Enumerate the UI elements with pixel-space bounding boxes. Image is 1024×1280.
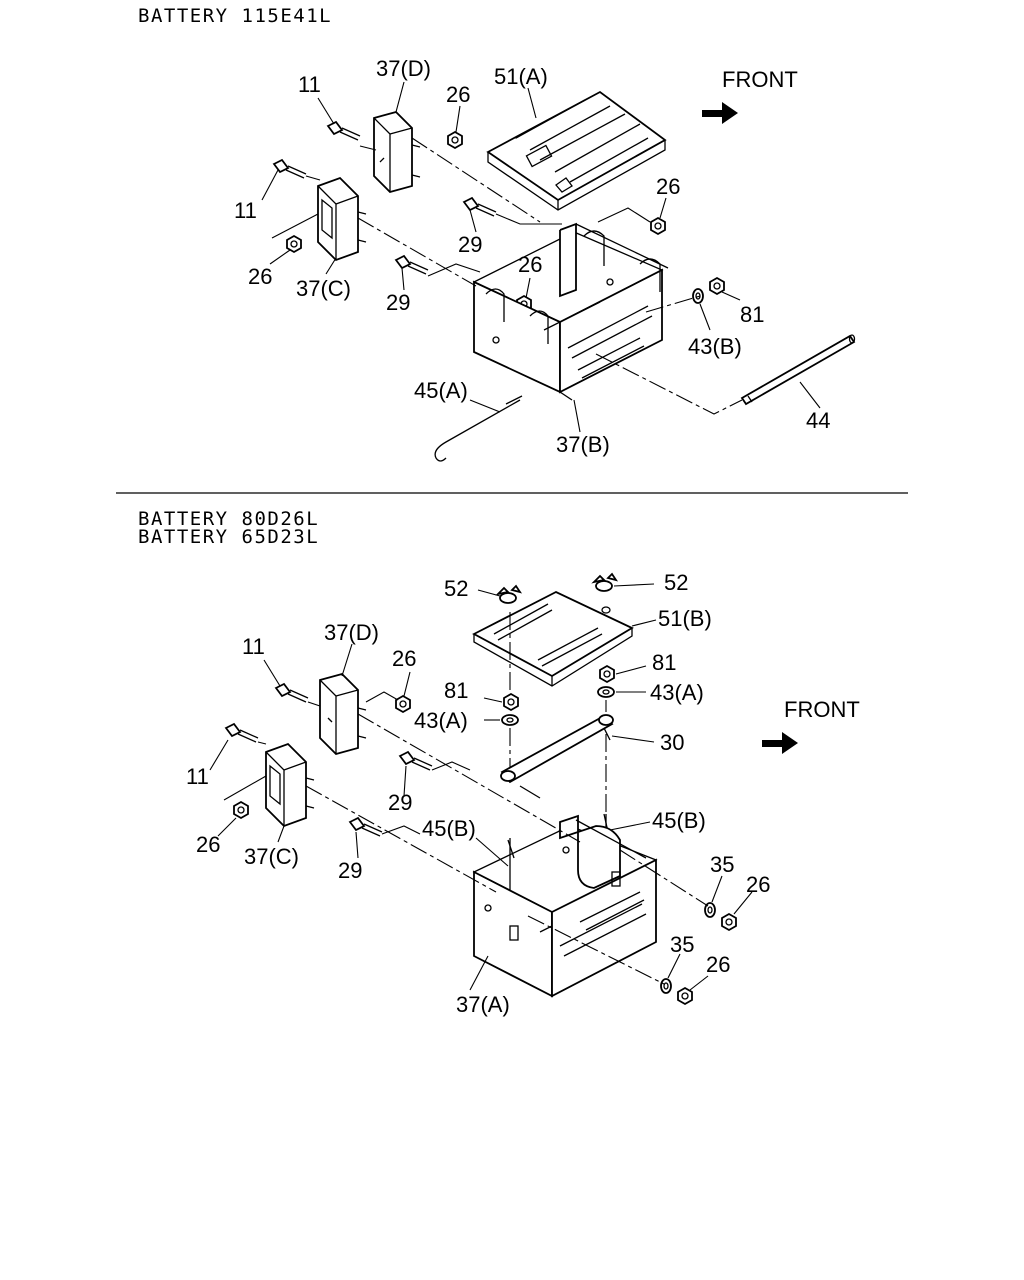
section2-drawing: FRONT bbox=[186, 570, 860, 1017]
battery-cover-51a bbox=[486, 90, 667, 211]
bolt-11-lower bbox=[272, 158, 307, 179]
nut-26-d-2 bbox=[677, 986, 693, 1006]
bracket-37c-2 bbox=[265, 742, 315, 828]
callout-11-lower: 11 bbox=[234, 198, 257, 223]
bolt-29-lower-2 bbox=[348, 816, 383, 837]
section2-header-line2: BATTERY 65D23L bbox=[138, 526, 320, 548]
callout-37c-2: 37(C) bbox=[244, 844, 299, 869]
bolt-29-lower bbox=[394, 254, 429, 275]
nut-26-c bbox=[650, 216, 666, 236]
callout-11-upper-2: 11 bbox=[242, 634, 265, 659]
callout-11-lower-2: 11 bbox=[186, 764, 209, 789]
callout-37b: 37(B) bbox=[556, 432, 610, 457]
callout-11-upper: 11 bbox=[298, 72, 321, 97]
callout-81-left: 81 bbox=[444, 678, 468, 703]
callout-52-left: 52 bbox=[444, 576, 468, 601]
nut-26-b-2 bbox=[233, 800, 249, 820]
nut-81-right bbox=[599, 664, 615, 684]
callout-35-lower: 35 bbox=[670, 932, 694, 957]
washer-43a-left bbox=[501, 714, 519, 726]
callout-45b-right: 45(B) bbox=[652, 808, 706, 833]
callout-29-upper: 29 bbox=[458, 232, 482, 257]
bolt-29-upper-2 bbox=[398, 750, 433, 771]
wing-nut-52-right bbox=[591, 572, 619, 614]
callout-29-lower: 29 bbox=[386, 290, 410, 315]
nut-26-a-2 bbox=[395, 694, 411, 714]
callout-45b-left: 45(B) bbox=[422, 816, 476, 841]
battery-tray-37b bbox=[472, 222, 669, 401]
callout-43b: 43(B) bbox=[688, 334, 742, 359]
bracket-37d-2 bbox=[319, 672, 367, 756]
callout-26-a: 26 bbox=[446, 82, 470, 107]
callout-43a-left: 43(A) bbox=[414, 708, 468, 733]
callout-30: 30 bbox=[660, 730, 684, 755]
callout-81-right: 81 bbox=[652, 650, 676, 675]
bolt-11-lower-2 bbox=[224, 722, 259, 743]
callout-37c: 37(C) bbox=[296, 276, 351, 301]
bracket-37d bbox=[373, 110, 421, 194]
washer-43b bbox=[692, 288, 704, 304]
front-arrow-icon-2 bbox=[762, 732, 798, 754]
front-arrow-icon bbox=[702, 102, 738, 124]
callout-26-b: 26 bbox=[248, 264, 272, 289]
callout-26-a-2: 26 bbox=[392, 646, 416, 671]
callout-52-right: 52 bbox=[664, 570, 688, 595]
callout-37d: 37(D) bbox=[376, 56, 431, 81]
nut-81-left bbox=[503, 692, 519, 712]
callout-37a: 37(A) bbox=[456, 992, 510, 1017]
washer-43a-right bbox=[597, 686, 615, 698]
callout-43a-right: 43(A) bbox=[650, 680, 704, 705]
callout-26-c: 26 bbox=[656, 174, 680, 199]
nut-26-c-2 bbox=[721, 912, 737, 932]
callout-45a: 45(A) bbox=[414, 378, 468, 403]
nut-26-a bbox=[447, 130, 463, 150]
callout-26-d: 26 bbox=[518, 252, 542, 277]
callout-29-upper-2: 29 bbox=[388, 790, 412, 815]
callout-26-c-2: 26 bbox=[746, 872, 770, 897]
nut-26-b bbox=[286, 234, 302, 254]
section1-drawing: FRONT bbox=[234, 56, 856, 462]
washer-35-upper bbox=[704, 902, 716, 918]
callout-26-d-2: 26 bbox=[706, 952, 730, 977]
bolt-11-upper-2 bbox=[274, 682, 309, 703]
callout-44: 44 bbox=[806, 408, 830, 433]
callout-51a: 51(A) bbox=[494, 64, 548, 89]
callout-37d-2: 37(D) bbox=[324, 620, 379, 645]
hook-bolt-45a bbox=[434, 395, 523, 462]
nut-81 bbox=[709, 276, 725, 296]
callout-81: 81 bbox=[740, 302, 764, 327]
bolt-29-upper bbox=[462, 196, 497, 217]
callout-51b: 51(B) bbox=[658, 606, 712, 631]
bracket-37c bbox=[317, 176, 367, 262]
callout-26-b-2: 26 bbox=[196, 832, 220, 857]
callout-35-upper: 35 bbox=[710, 852, 734, 877]
hold-down-bar-30 bbox=[500, 714, 614, 799]
section2-header-line1: BATTERY 80D26L bbox=[138, 508, 320, 530]
front-label: FRONT bbox=[722, 67, 798, 92]
wing-nut-52-left bbox=[495, 584, 523, 604]
section1-header: BATTERY 115E41L bbox=[138, 5, 333, 27]
battery-tray-37a bbox=[472, 814, 658, 998]
front-label-2: FRONT bbox=[784, 697, 860, 722]
bolt-11-upper bbox=[326, 120, 361, 141]
rod-44 bbox=[740, 334, 856, 406]
washer-35-lower bbox=[660, 978, 672, 994]
callout-29-lower-2: 29 bbox=[338, 858, 362, 883]
battery-cover-51b bbox=[472, 590, 634, 687]
